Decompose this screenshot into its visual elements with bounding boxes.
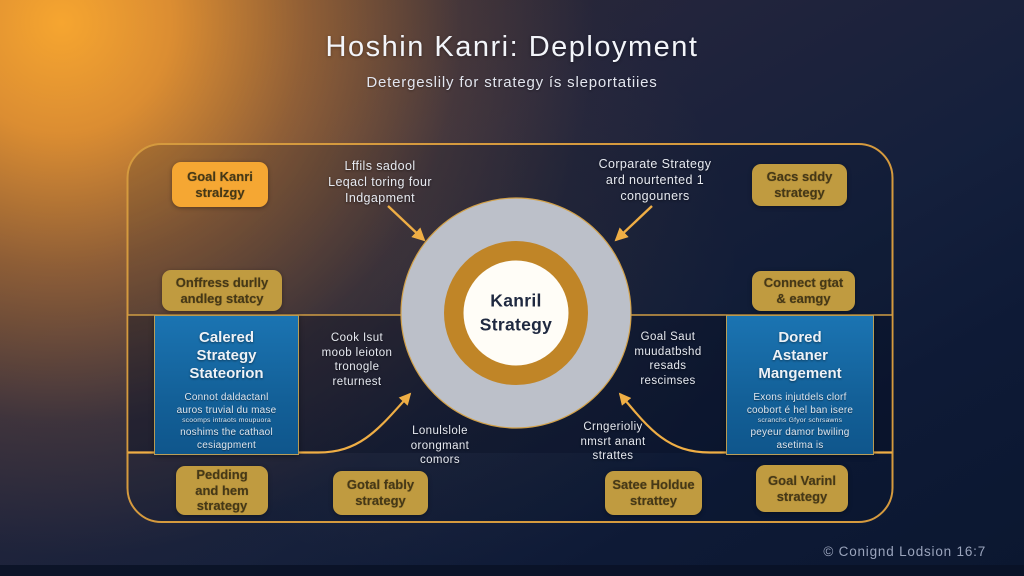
- center-label-line: Strategy: [479, 314, 553, 334]
- page-title: Hoshin Kanri: Deployment: [325, 31, 699, 63]
- label-line: congouners: [620, 189, 690, 203]
- blue-panel-title: Dored Astaner Mangement: [727, 329, 873, 383]
- label-line: ard nourtented 1: [605, 173, 705, 187]
- gold-box-line: Connect gtat: [763, 275, 844, 291]
- label-line: comors: [419, 454, 461, 467]
- gold-box-line: strategy: [196, 498, 248, 514]
- gold-box-satee-holdue: Satee Holdue strattey: [605, 471, 702, 515]
- gold-box-goal-varinl: Goal Varinl strategy: [756, 465, 848, 512]
- blue-panel-body: Exons injutdels clorf coobort é hel ban …: [727, 391, 873, 452]
- blue-panel-title-line: Calered: [198, 329, 255, 346]
- gold-box-goal-kanri-strategy: Goal Kanri stralzgy: [172, 162, 268, 207]
- blue-panel-dored-astaner: Dored Astaner Mangement Exons injutdels …: [726, 315, 874, 455]
- blue-panel-body-line: peyeur damor bwiling: [750, 426, 850, 438]
- label-line: tronogle: [334, 361, 380, 374]
- top-left-arrow: [387, 205, 426, 242]
- label-line: returnest: [332, 376, 382, 389]
- label-bottom-right: Crngerioliy nmsrt anant strattes: [580, 420, 645, 464]
- gold-box-connect-gtat: Connect gtat & eamgy: [752, 271, 855, 311]
- blue-panel-body-line: Exons injutdels clorf: [753, 392, 847, 403]
- label-mid-right: Goal Saut muudatbshd resads rescimses: [634, 330, 701, 389]
- gold-box-line: Pedding: [196, 467, 248, 483]
- label-line: Cook Isut: [330, 332, 384, 344]
- blue-panel-body-line: auros truvial du mase: [176, 405, 277, 416]
- bottom-strip: [0, 565, 1024, 576]
- top-right-arrow: [614, 205, 653, 242]
- label-line: nmsrt anant: [580, 435, 646, 448]
- label-line: Lonulslole: [412, 425, 468, 437]
- gold-box-gacs-sddy-strategy: Gacs sddy strategy: [752, 164, 847, 206]
- gold-box-line: and hem: [195, 482, 249, 498]
- gold-box-line: & eamgy: [776, 291, 831, 306]
- label-line: Corparate Strategy: [598, 157, 712, 171]
- gold-box-line: Onffress durlly: [175, 274, 269, 290]
- blue-panel-body-line: noshims the cathaol: [180, 426, 273, 438]
- blue-panel-title-line: Dored: [778, 329, 822, 346]
- blue-panel-body-line: scranchs Gfyor schrsawns: [757, 417, 843, 424]
- gold-box-line: strattey: [630, 493, 677, 508]
- blue-panel-title-line: Astaner: [772, 347, 828, 364]
- label-top-right: Corparate Strategy ard nourtented 1 cong…: [599, 156, 712, 204]
- band-arrow-left: [128, 392, 412, 454]
- label-line: strattes: [592, 450, 634, 463]
- gold-box-onffress-durlly: Onffress durlly andleg statcy: [162, 270, 282, 311]
- label-top-left: Lffils sadool Leqacl toring four Indgapm…: [328, 158, 432, 206]
- label-line: moob leioton: [321, 346, 393, 359]
- label-line: Crngerioliy: [583, 421, 643, 433]
- band-arrow-right: [618, 392, 892, 454]
- page-subtitle: Detergeslily for strategy ís sleportatii…: [366, 74, 658, 91]
- gold-box-line: Goal Varinl: [768, 472, 836, 488]
- gold-box-line: strategy: [355, 493, 406, 508]
- gold-box-line: stralzgy: [195, 184, 245, 200]
- center-label-line: Kanril: [490, 290, 542, 311]
- blue-panel-body-line: coobort é hel ban isere: [746, 405, 854, 416]
- label-line: rescimses: [640, 375, 696, 388]
- gold-box-line: strategy: [774, 185, 825, 200]
- blue-panel-title-line: Stateorion: [189, 365, 264, 382]
- label-line: Leqacl toring four: [328, 175, 432, 189]
- blue-panel-body-line: Connot daldactanl: [184, 392, 269, 403]
- blue-panel-body-line: scoomps intraots moupuora: [182, 417, 271, 424]
- blue-panel-title-line: Strategy: [196, 347, 257, 364]
- label-line: Goal Saut: [640, 331, 696, 343]
- footer-copyright: © Conignd Lodsion 16:7: [823, 544, 986, 559]
- blue-panel-body-line: cesiagpment: [197, 439, 256, 451]
- blue-panel-body-line: asetima is: [776, 439, 824, 451]
- label-mid-left: Cook Isut moob leioton tronogle returnes…: [322, 331, 393, 390]
- inner-white-circle: [463, 260, 569, 366]
- gold-box-line: strategy: [776, 488, 828, 504]
- blue-panel-title-line: Mangement: [758, 365, 842, 382]
- gold-box-line: Gacs sddy: [766, 169, 833, 185]
- label-line: Lffils sadool: [344, 159, 416, 173]
- gold-box-line: Goal Kanri: [187, 168, 253, 184]
- label-line: Indgapment: [344, 191, 416, 205]
- center-circle-label: Kanril Strategy: [480, 289, 552, 336]
- blue-panel-body: Connot daldactanl auros truvial du mase …: [155, 391, 298, 452]
- gold-box-line: Satee Holdue: [612, 477, 695, 493]
- gold-box-pedding-and-hem: Pedding and hem strategy: [176, 466, 268, 515]
- gold-box-line: Gotal fably: [346, 477, 415, 493]
- gold-box-line: andleg statcy: [180, 290, 264, 306]
- blue-panel-calered-strategy: Calered Strategy Stateorion Connot dalda…: [154, 315, 299, 455]
- label-line: resads: [649, 360, 687, 373]
- blue-panel-title: Calered Strategy Stateorion: [155, 329, 298, 383]
- label-bottom-left: Lonulslole orongmant comors: [411, 424, 470, 468]
- gold-box-gotal-fably: Gotal fably strategy: [333, 471, 428, 515]
- label-line: orongmant: [410, 439, 470, 452]
- label-line: muudatbshd: [634, 345, 702, 358]
